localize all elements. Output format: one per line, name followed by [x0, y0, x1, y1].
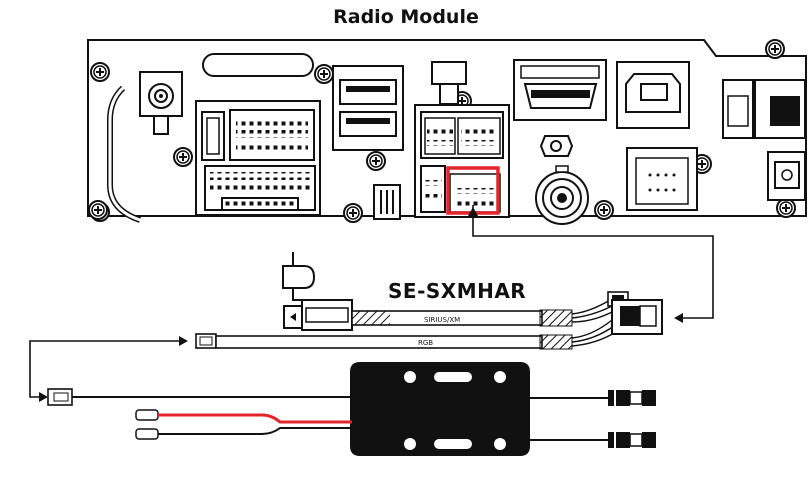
coax-port-icon: [535, 165, 589, 225]
connection-arrows: [29, 205, 714, 398]
wire-bundle: [571, 299, 617, 347]
diagram-title: Radio Module: [333, 6, 479, 28]
aux-port-icon: [539, 135, 574, 157]
output-connectors: [530, 390, 656, 448]
hdmi-port-icon: [513, 59, 607, 121]
rgb-cable: [195, 333, 573, 350]
center-connector-block: [414, 61, 510, 218]
right-side-ports: [722, 79, 806, 201]
left-plug-icon: [47, 388, 352, 406]
sirius-xm-cable: [351, 309, 573, 327]
harness-plug-icon: [607, 291, 663, 335]
small-connector: [373, 184, 401, 220]
antenna-port-icon: [139, 71, 183, 135]
rgb-label: RGB: [418, 339, 433, 347]
square-connector-icon: [626, 147, 698, 211]
top-slot: [202, 53, 314, 77]
usb-ports: [332, 65, 404, 151]
power-wires: [135, 409, 352, 440]
antenna-bracket-icon: [282, 252, 353, 331]
usb-b-port-icon: [616, 61, 690, 129]
product-label: SE-SXMHAR: [388, 279, 527, 303]
interface-module: [350, 362, 530, 456]
sirius-xm-label: SIRIUS/XM: [424, 316, 460, 324]
main-harness-connector: [195, 100, 321, 216]
